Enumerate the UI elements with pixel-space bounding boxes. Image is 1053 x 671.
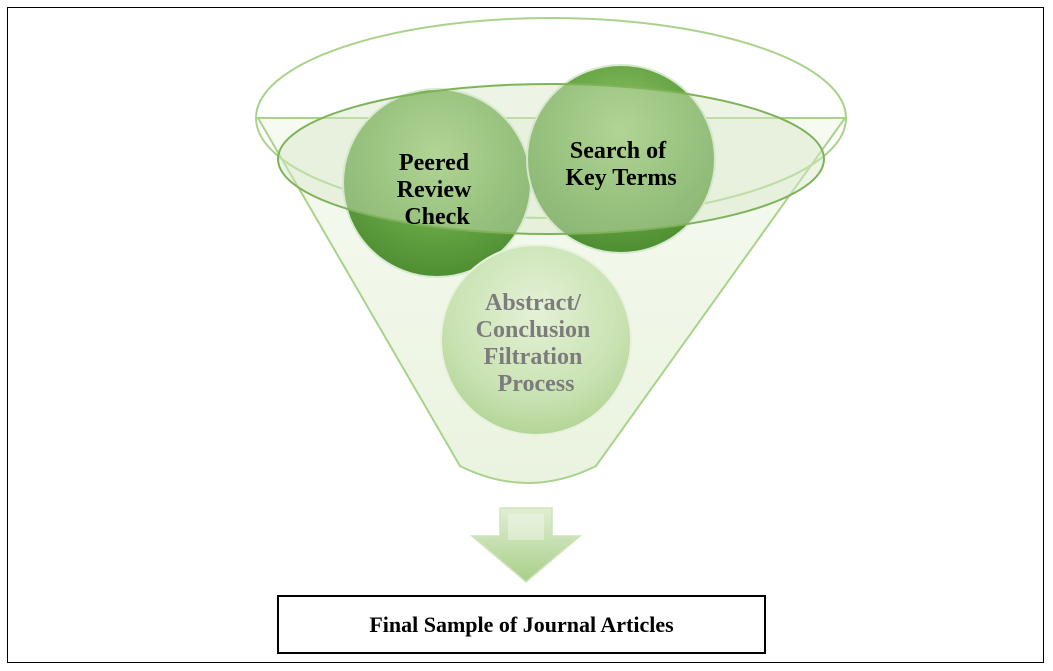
funnel-rim-inner <box>277 83 825 235</box>
final-sample-label: Final Sample of Journal Articles <box>369 611 674 637</box>
peered-review-label: Peered Review Check <box>397 150 478 230</box>
peered-review-line: Review <box>397 177 472 203</box>
down-arrow-icon <box>469 507 583 583</box>
search-key-terms-line: Search of <box>570 138 667 164</box>
search-key-terms-label: Search of Key Terms <box>565 138 676 191</box>
abstract-filtration-line: Conclusion <box>476 317 591 343</box>
abstract-filtration-circle <box>440 244 632 436</box>
search-key-terms-line: Key Terms <box>565 165 676 191</box>
abstract-filtration-line: Process <box>498 371 575 397</box>
abstract-filtration-label: Abstract/ Conclusion Filtration Process <box>476 290 597 397</box>
abstract-filtration-line: Abstract/ <box>485 290 581 316</box>
peered-review-line: Check <box>404 204 470 230</box>
abstract-filtration-line: Filtration <box>484 344 583 370</box>
search-key-terms-circle <box>526 64 716 254</box>
peered-review-line: Peered <box>399 150 470 176</box>
final-sample-box: Final Sample of Journal Articles <box>277 595 766 654</box>
